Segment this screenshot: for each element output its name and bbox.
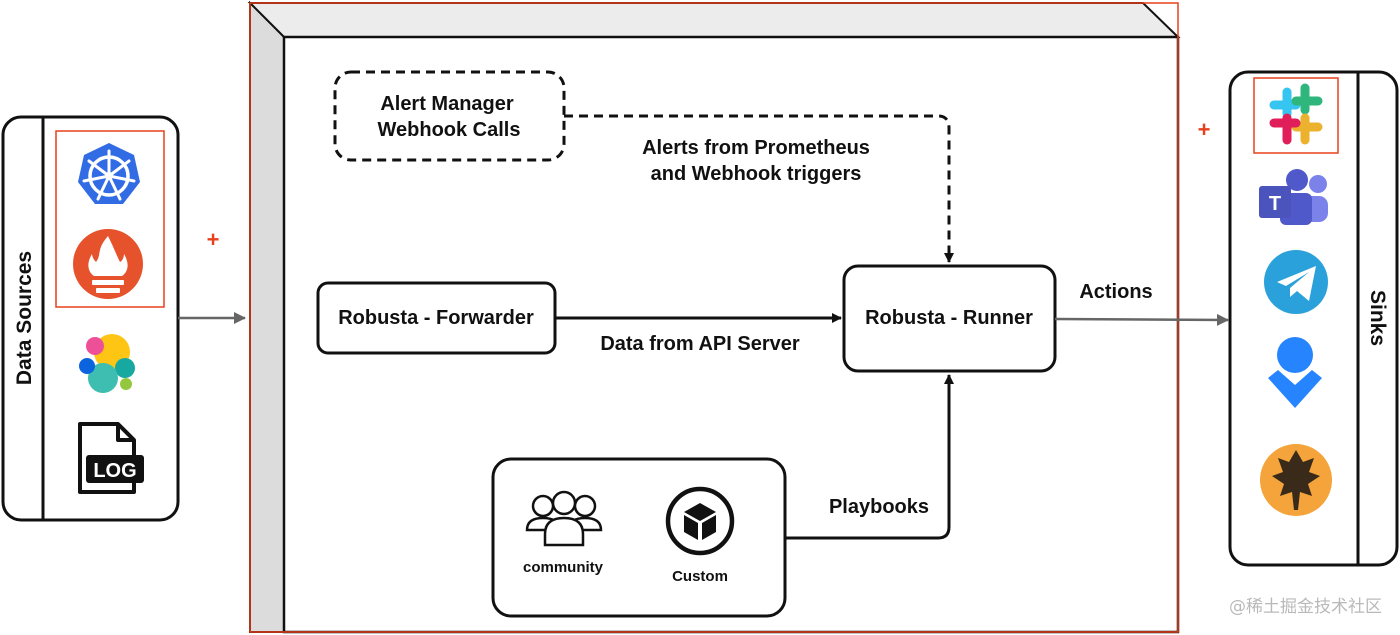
actions-connector <box>1054 313 1229 326</box>
plus-sign-right: + <box>1198 117 1211 142</box>
playbooks-node: community Custom <box>491 457 787 618</box>
log-file-icon: LOG <box>78 422 144 494</box>
actions-label: Actions <box>1079 281 1152 303</box>
elastic-icon <box>79 334 135 393</box>
alerts-label-1: Alerts from Prometheus <box>642 137 870 159</box>
alert-manager-label-2: Webhook Calls <box>378 119 521 141</box>
kubernetes-icon <box>78 143 140 204</box>
custom-label: Custom <box>672 568 728 585</box>
highlight-box-sinks <box>1253 77 1339 154</box>
alerts-connector <box>564 114 954 263</box>
teams-icon: T <box>1259 169 1328 225</box>
watermark: @稀土掘金技术社区 <box>1229 597 1382 617</box>
community-label: community <box>523 559 604 576</box>
slack-icon <box>1269 83 1323 145</box>
teams-letter: T <box>1269 193 1281 215</box>
sinks-panel: Sinks T <box>1228 70 1399 567</box>
robusta-runner-node: Robusta - Runner <box>842 264 1057 373</box>
highlight-box-sources <box>55 130 165 308</box>
runner-label: Robusta - Runner <box>865 307 1033 329</box>
prometheus-icon <box>73 229 143 299</box>
playbooks-connector <box>785 374 954 540</box>
victorops-icon <box>1260 444 1332 516</box>
custom-icon <box>665 486 735 556</box>
plus-sign-left: + <box>207 227 220 252</box>
alert-manager-label-1: Alert Manager <box>380 93 514 115</box>
telegram-icon <box>1264 250 1328 314</box>
sinks-label: Sinks <box>1366 290 1389 346</box>
opsgenie-icon <box>1268 337 1322 408</box>
forwarder-label: Robusta - Forwarder <box>338 307 534 329</box>
playbooks-label: Playbooks <box>829 496 929 518</box>
alert-manager-node: Alert Manager Webhook Calls <box>333 70 566 162</box>
robusta-forwarder-node: Robusta - Forwarder <box>316 281 557 355</box>
data-sources-panel: Data Sources <box>1 115 180 522</box>
data-sources-label: Data Sources <box>13 251 36 385</box>
api-label: Data from API Server <box>600 333 800 355</box>
community-icon <box>525 490 603 547</box>
alerts-label-2: and Webhook triggers <box>651 163 862 185</box>
log-text: LOG <box>93 460 136 482</box>
